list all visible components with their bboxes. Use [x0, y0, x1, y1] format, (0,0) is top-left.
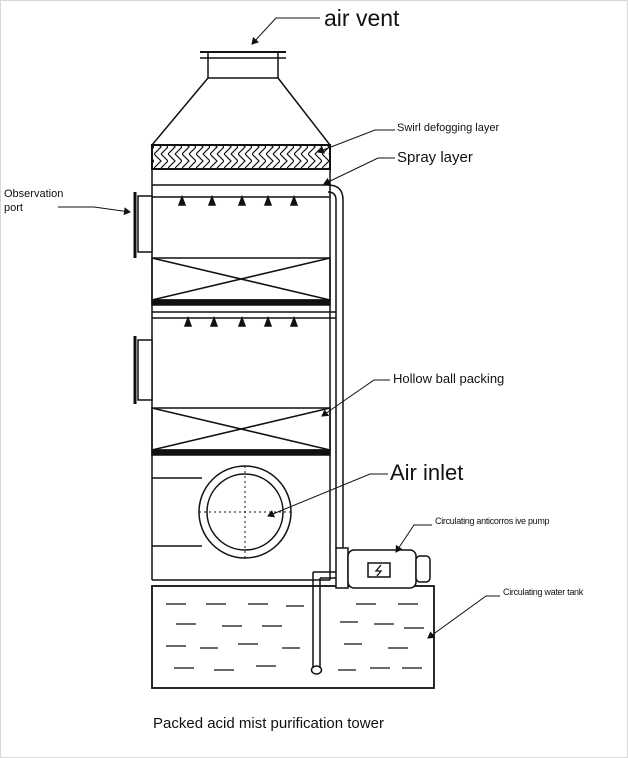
label-swirl-defogging-layer: Swirl defogging layer	[397, 122, 500, 134]
label-spray-layer: Spray layer	[397, 149, 473, 166]
leader-air-inlet	[267, 473, 388, 518]
swirl-defogging-layer	[151, 144, 331, 170]
leader-pump	[395, 524, 432, 553]
leader-air-vent	[251, 17, 320, 45]
circulating-pump	[335, 547, 431, 589]
lightning-bolt-icon	[374, 564, 383, 577]
packing-layer-upper	[151, 257, 331, 306]
leader-spray	[323, 157, 395, 186]
diagram-caption: Packed acid mist purification tower	[153, 715, 384, 732]
label-circulating-pump: Circulating anticorros ive pump	[435, 516, 550, 526]
label-hollow-ball-packing: Hollow ball packing	[393, 371, 505, 386]
label-air-inlet: Air inlet	[390, 460, 464, 485]
observation-port-upper	[133, 192, 153, 258]
leader-tank	[427, 595, 500, 639]
circulating-water-tank	[151, 585, 435, 689]
label-circulating-water-tank: Circulating water tank	[503, 587, 583, 597]
packing-layer-lower	[151, 407, 331, 456]
leader-swirl	[317, 129, 395, 154]
circulation-riser-pipe	[327, 184, 344, 548]
air-inlet-port	[152, 465, 292, 559]
label-air-vent: air vent	[324, 5, 400, 31]
label-observation-port: Observation port	[4, 188, 64, 214]
outlet-duct	[200, 51, 286, 79]
leader-observation	[58, 206, 131, 216]
spray-nozzles-upper	[152, 194, 330, 206]
observation-port-lower	[133, 336, 153, 404]
tower-body	[151, 169, 331, 580]
spray-nozzles-lower	[152, 315, 330, 327]
leader-hollow	[321, 379, 390, 417]
tower-cone	[150, 77, 332, 146]
